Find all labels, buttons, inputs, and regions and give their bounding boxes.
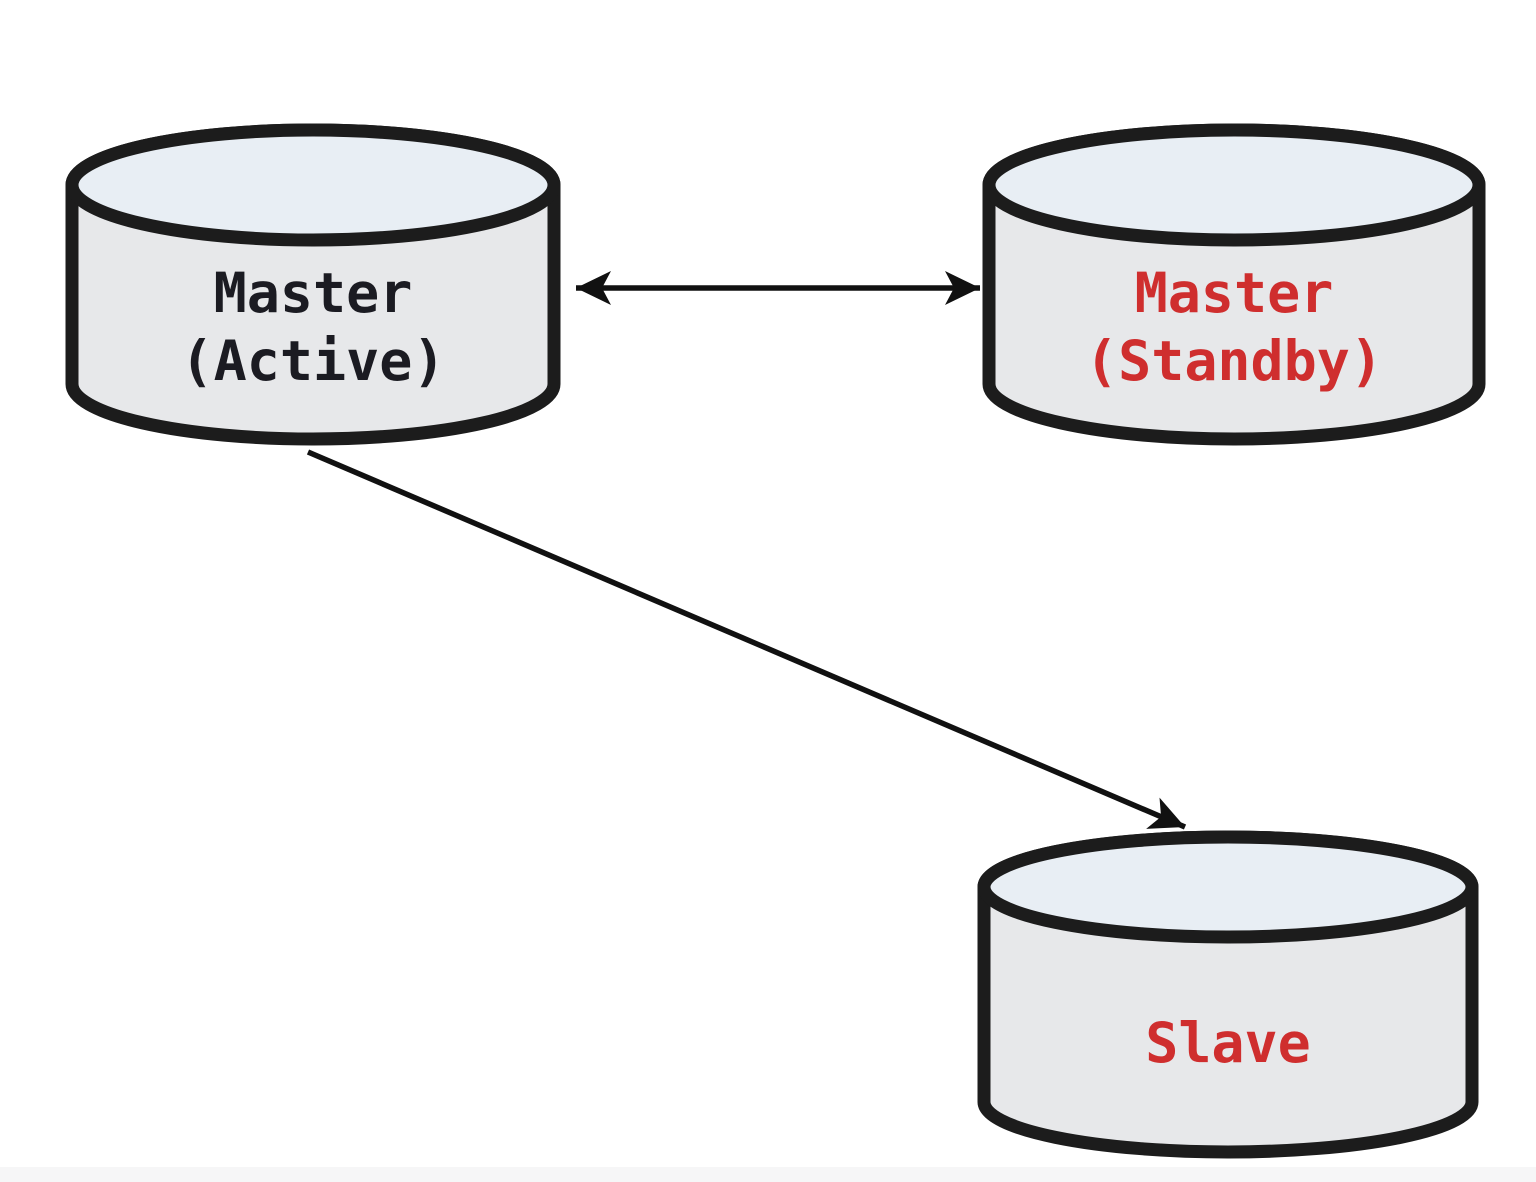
cylinder-top: [982, 123, 1486, 247]
node-slave: Slave: [977, 830, 1479, 1159]
node-master-active: Master (Active): [65, 123, 561, 446]
cylinder-top: [977, 830, 1479, 944]
node-label-line1: Master: [1135, 261, 1334, 325]
edge-master-active-slave: [306, 449, 1187, 830]
footer-strip: [0, 1167, 1536, 1182]
cylinder-top: [65, 123, 561, 247]
node-label-line1: Slave: [1145, 1011, 1311, 1075]
node-master-standby: Master (Standby): [982, 123, 1486, 446]
node-label-line2: (Standby): [1085, 329, 1383, 393]
node-label-line2: (Active): [181, 329, 446, 393]
node-label-line1: Master: [214, 261, 413, 325]
